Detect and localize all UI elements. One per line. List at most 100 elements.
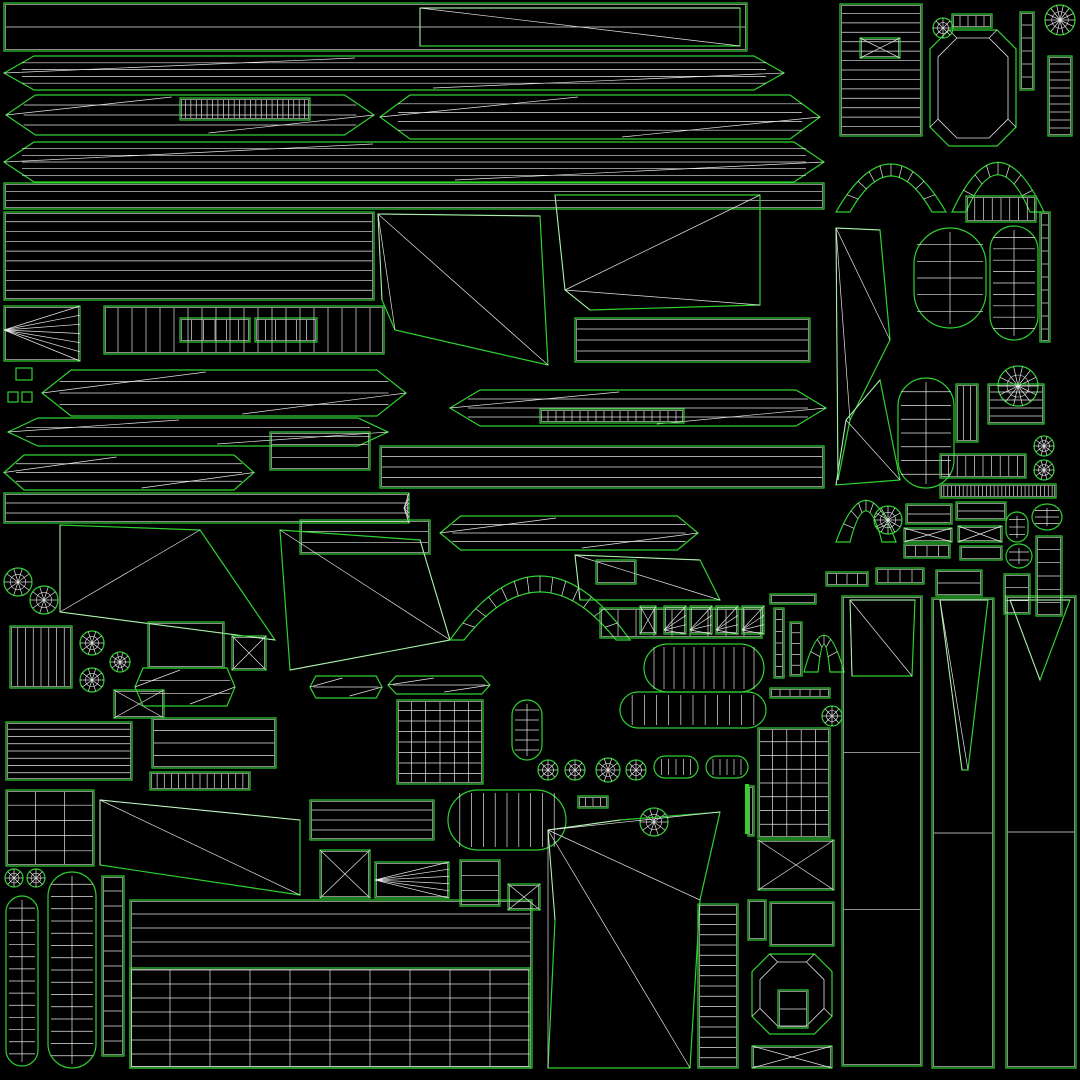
uv-edge	[85, 636, 99, 650]
uv-edge	[5, 96, 172, 116]
uv-edge	[751, 953, 833, 1035]
uv-edge	[603, 769, 609, 782]
uv-edge	[957, 525, 1003, 543]
uv-edge	[649, 821, 655, 836]
uv-edge	[645, 813, 662, 830]
uv-edge	[845, 379, 881, 421]
uv-edge	[17, 581, 30, 591]
uv-island-76	[757, 727, 831, 839]
uv-edge	[377, 213, 383, 301]
uv-edge	[607, 762, 618, 771]
uv-edge	[279, 529, 451, 641]
uv-edge	[753, 1047, 831, 1067]
uv-edge	[47, 871, 97, 1069]
uv-edge	[951, 13, 993, 29]
uv-island-102	[1019, 11, 1035, 91]
uv-edge	[3, 329, 81, 334]
uv-edge	[955, 383, 979, 443]
uv-edge	[583, 596, 592, 608]
uv-edge	[377, 213, 396, 331]
uv-edge	[459, 859, 501, 907]
uv-edge	[824, 715, 833, 724]
uv-edge	[444, 684, 491, 693]
uv-edge	[564, 289, 591, 311]
uv-edge	[35, 591, 52, 608]
uv-edge	[526, 577, 530, 594]
uv-edge	[1005, 165, 1010, 178]
uv-edge	[1005, 385, 1019, 402]
uv-island-51	[309, 799, 435, 841]
uv-edge	[564, 289, 761, 306]
uv-edge	[773, 607, 785, 679]
uv-edge	[13, 877, 21, 885]
uv-edge	[846, 194, 859, 200]
uv-edge	[91, 642, 97, 655]
uv-beam-7	[2, 141, 826, 183]
uv-island-26	[299, 519, 431, 555]
uv-edge	[149, 771, 251, 791]
uv-edge	[923, 194, 936, 200]
uv-edge	[7, 871, 15, 879]
uv-edge	[5, 4, 746, 50]
uv-edge	[898, 165, 903, 178]
uv-edge	[834, 163, 948, 213]
uv-edge	[3, 314, 81, 331]
uv-edge	[857, 181, 867, 190]
uv-edge	[103, 877, 123, 1055]
uv-capsule-62	[511, 699, 543, 761]
uv-edge	[1035, 463, 1045, 471]
uv-edge	[843, 597, 921, 1065]
uv-island-1	[3, 2, 748, 52]
uv-edge	[374, 876, 450, 881]
uv-edge	[1005, 543, 1033, 569]
uv-edge	[134, 669, 181, 688]
uv-edge	[859, 37, 901, 59]
uv-disc-65	[595, 757, 621, 783]
uv-edge	[887, 512, 901, 521]
uv-edge	[289, 639, 451, 671]
uv-island-16	[254, 317, 318, 343]
uv-edge	[1040, 469, 1045, 480]
uv-beam-3	[2, 55, 786, 91]
uv-island-140	[741, 605, 765, 635]
uv-edge	[11, 627, 71, 687]
uv-edge	[875, 519, 889, 528]
uv-edge	[771, 689, 829, 697]
uv-edge	[1046, 19, 1061, 27]
uv-edge	[99, 799, 301, 821]
uv-edge	[311, 801, 433, 839]
uv-edge	[1006, 374, 1030, 398]
uv-edge	[403, 492, 410, 509]
uv-edge	[937, 37, 1009, 139]
uv-edge	[1049, 57, 1071, 135]
uv-poly-27	[59, 524, 277, 641]
uv-island-110	[987, 383, 1045, 425]
uv-edge	[603, 758, 609, 771]
uv-edge	[630, 764, 642, 776]
uv-edge	[462, 622, 475, 628]
uv-edge	[3, 57, 356, 74]
uv-disc-32	[79, 630, 105, 656]
uv-edge	[231, 635, 267, 671]
uv-edge	[831, 715, 840, 724]
uv-edge	[59, 529, 201, 613]
uv-edge	[1059, 5, 1064, 21]
uv-edge	[377, 213, 549, 366]
uv-island-124	[955, 501, 1007, 521]
uv-edge	[868, 171, 875, 182]
uv-edge	[432, 72, 785, 89]
uv-edge	[887, 507, 896, 521]
uv-disc-66	[625, 759, 647, 781]
uv-edge	[550, 577, 554, 594]
uv-edge	[1047, 55, 1073, 137]
uv-edge	[663, 605, 687, 631]
uv-edge	[689, 624, 713, 631]
uv-beam-20	[6, 417, 390, 447]
uv-edge	[817, 639, 823, 648]
uv-island-31	[9, 625, 73, 689]
uv-edge	[989, 225, 1039, 341]
uv-edge	[381, 447, 823, 487]
uv-edge	[1043, 436, 1048, 447]
uv-poly-92	[939, 599, 989, 771]
uv-edge	[939, 599, 969, 771]
